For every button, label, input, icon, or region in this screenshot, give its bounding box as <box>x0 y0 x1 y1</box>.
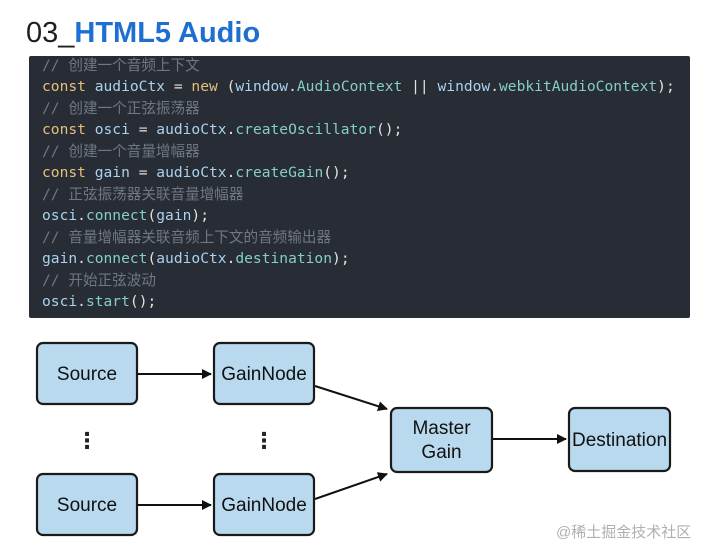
ellipsis-source-column: ⋮ <box>76 428 98 453</box>
edge-gain-bottom-to-master <box>314 472 388 500</box>
master-gain-node: Master Gain <box>389 406 494 474</box>
code-comment: // 创建一个音量增幅器 <box>42 142 200 160</box>
destination-label: Destination <box>572 430 667 451</box>
watermark: @稀土掘金技术社区 <box>556 524 692 541</box>
code-comment: // 创建一个音频上下文 <box>42 57 200 74</box>
gain-node-bottom: GainNode <box>212 472 316 537</box>
gain-node-bottom-label: GainNode <box>221 495 307 516</box>
edge-gain-top-to-master <box>314 385 388 412</box>
code-line: const gain = audioCtx.createGain(); <box>42 164 350 181</box>
code-block: // 创建一个音频上下文 const audioCtx = new (windo… <box>29 56 690 318</box>
code-comment: // 创建一个正弦振荡器 <box>42 99 200 117</box>
code-line: osci.connect(gain); <box>42 207 210 224</box>
code-comment: // 开始正弦波动 <box>42 271 156 289</box>
master-gain-label-line1: Master <box>412 418 471 439</box>
source-node-top: Source <box>35 341 139 406</box>
source-node-bottom-label: Source <box>57 495 117 516</box>
code-line: gain.connect(audioCtx.destination); <box>42 250 350 267</box>
code-line: osci.start(); <box>42 293 157 310</box>
code-line: const audioCtx = new (window.AudioContex… <box>42 78 675 95</box>
code-comment: // 正弦振荡器关联音量增幅器 <box>42 185 244 203</box>
section-number: 03_ <box>26 17 75 49</box>
code-comment: // 音量增幅器关联音频上下文的音频输出器 <box>42 228 332 246</box>
source-node-bottom: Source <box>35 472 139 537</box>
source-node-top-label: Source <box>57 364 117 385</box>
gain-node-top: GainNode <box>212 341 316 406</box>
destination-node: Destination <box>567 406 672 473</box>
code-line: const osci = audioCtx.createOscillator()… <box>42 121 403 138</box>
page-title: 03_HTML5 Audio <box>26 14 260 52</box>
section-title: HTML5 Audio <box>74 17 261 49</box>
master-gain-label-line2: Gain <box>421 442 461 463</box>
ellipsis-gain-column: ⋮ <box>253 428 275 453</box>
gain-node-top-label: GainNode <box>221 364 307 385</box>
